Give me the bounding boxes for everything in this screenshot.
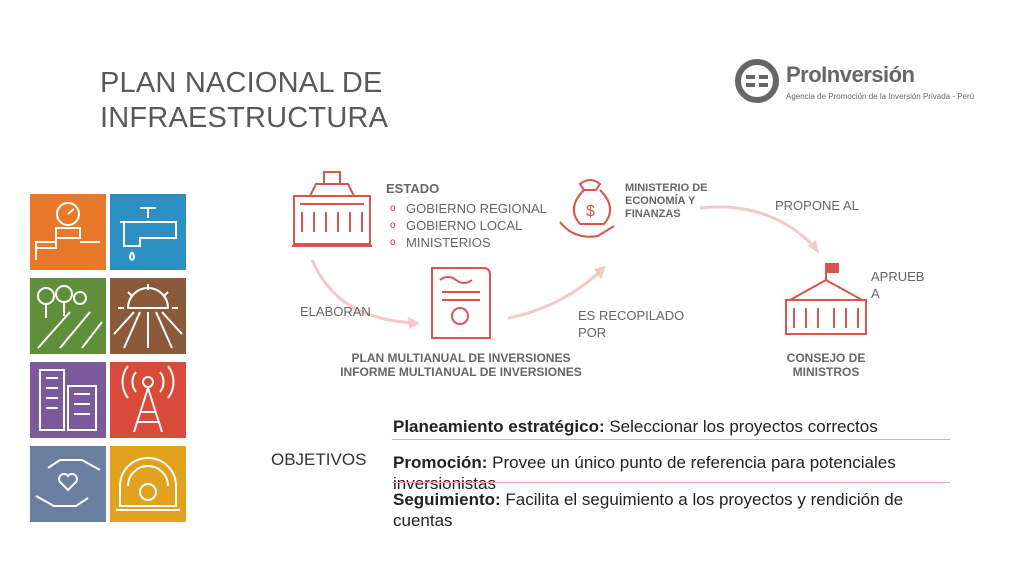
svg-text:$: $ bbox=[586, 203, 595, 220]
consejo-line-2: MINISTROS bbox=[792, 365, 860, 379]
objective-planeamiento-title: Planeamiento estratégico: bbox=[393, 417, 605, 436]
sun-field-icon bbox=[110, 278, 186, 354]
hands-heart-icon bbox=[30, 446, 106, 522]
mef-label: MINISTERIO DE ECONOMÍA Y FINANZAS bbox=[625, 182, 708, 221]
estado-item-ministerios: MINISTERIOS bbox=[390, 234, 547, 251]
document-seal-icon bbox=[431, 267, 491, 339]
buildings-icon bbox=[30, 362, 106, 438]
mef-line-2: ECONOMÍA Y bbox=[625, 195, 696, 207]
objective-promocion-text: Provee un único punto de referencia para… bbox=[393, 453, 896, 493]
recopilado-line-2: POR bbox=[578, 325, 607, 340]
arrow-elaboran-head bbox=[408, 317, 420, 329]
objective-seguimiento: Seguimiento: Facilita el seguimiento a l… bbox=[393, 489, 963, 531]
road-trees-icon bbox=[30, 278, 106, 354]
page-title: PLAN NACIONAL DE INFRAESTRUCTURA bbox=[100, 66, 388, 136]
plan-caption-line-2: INFORME MULTIANUAL DE INVERSIONES bbox=[340, 365, 582, 379]
arrow-recopilado-head bbox=[594, 266, 606, 279]
objective-seguimiento-text: Facilita el seguimiento a los proyectos … bbox=[393, 490, 904, 530]
logo-tagline: Agencia de Promoción de la Inversión Pri… bbox=[786, 92, 975, 101]
propone-label: PROPONE AL bbox=[775, 198, 859, 213]
objective-divider-2 bbox=[392, 482, 950, 483]
recopilado-label: ES RECOPILADO POR bbox=[578, 307, 684, 341]
process-diagram: $ ESTADO GOBIERNO REGIONAL GOBIERNO LOCA… bbox=[280, 160, 980, 390]
water-tap-icon bbox=[110, 194, 186, 270]
government-building-icon bbox=[292, 171, 372, 247]
estado-label: ESTADO bbox=[386, 181, 440, 196]
objetivos-label: OBJETIVOS bbox=[271, 450, 367, 469]
money-bag-hand-icon: $ bbox=[559, 179, 615, 238]
logo-mark-icon bbox=[735, 59, 779, 103]
consejo-line-1: CONSEJO DE bbox=[786, 351, 866, 365]
objective-promocion: Promoción: Provee un único punto de refe… bbox=[393, 452, 973, 494]
congress-building-icon bbox=[785, 263, 867, 335]
dome-icon bbox=[110, 446, 186, 522]
aprueba-line-1: APRUEB bbox=[871, 269, 925, 284]
objective-divider-1 bbox=[392, 439, 950, 440]
diagram-graphics: $ bbox=[292, 171, 867, 339]
estado-item-regional: GOBIERNO REGIONAL bbox=[390, 200, 547, 217]
mef-line-3: FINANZAS bbox=[625, 208, 681, 220]
elaboran-label: ELABORAN bbox=[300, 304, 371, 319]
proinversion-logo: ProInversión Agencia de Promoción de la … bbox=[734, 58, 974, 104]
arrow-elaboran bbox=[310, 259, 416, 325]
arrow-propone-head bbox=[808, 240, 819, 254]
aprueba-label: APRUEB A bbox=[871, 268, 924, 302]
estado-list: GOBIERNO REGIONAL GOBIERNO LOCAL MINISTE… bbox=[390, 200, 547, 251]
mef-line-1: MINISTERIO DE bbox=[625, 182, 708, 194]
antenna-icon bbox=[110, 362, 186, 438]
plan-caption-line-1: PLAN MULTIANUAL DE INVERSIONES bbox=[351, 351, 571, 365]
estado-item-local: GOBIERNO LOCAL bbox=[390, 217, 547, 234]
arrow-recopilado bbox=[507, 268, 604, 320]
recopilado-line-1: ES RECOPILADO bbox=[578, 308, 685, 323]
logo-name: ProInversión bbox=[786, 62, 915, 87]
objective-promocion-title: Promoción: bbox=[393, 453, 488, 472]
objective-planeamiento: Planeamiento estratégico: Seleccionar lo… bbox=[393, 416, 878, 437]
arrow-propone bbox=[699, 205, 817, 249]
consejo-caption: CONSEJO DE MINISTROS bbox=[766, 351, 886, 379]
title-line-1: PLAN NACIONAL DE bbox=[100, 67, 383, 99]
plan-caption: PLAN MULTIANUAL DE INVERSIONES INFORME M… bbox=[333, 351, 589, 379]
title-line-2: INFRAESTRUCTURA bbox=[100, 102, 389, 134]
objective-seguimiento-title: Seguimiento: bbox=[393, 490, 501, 509]
aprueba-line-2: A bbox=[871, 286, 880, 301]
water-meter-icon bbox=[30, 194, 106, 270]
objective-planeamiento-text: Seleccionar los proyectos correctos bbox=[604, 417, 878, 436]
